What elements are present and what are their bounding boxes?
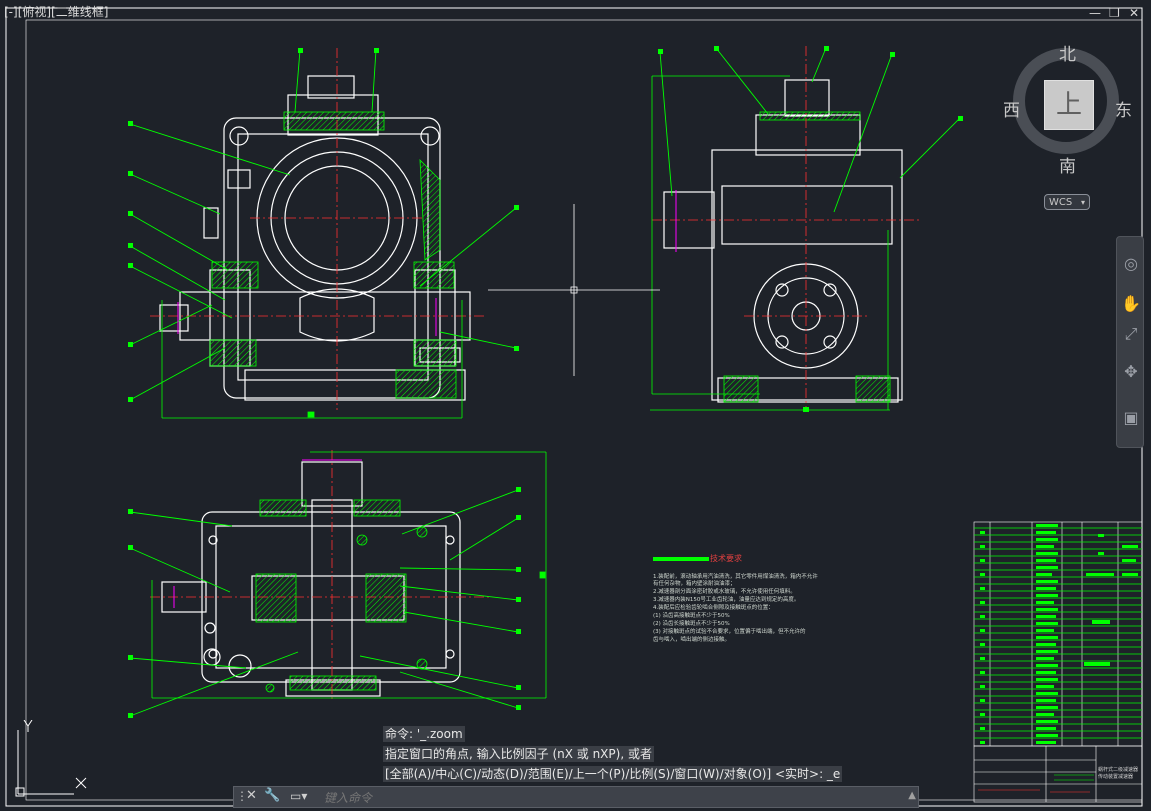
command-prompt-icon[interactable]: ▭▾ bbox=[290, 789, 308, 803]
side-view-hatching bbox=[723, 111, 891, 403]
wcs-menu-button[interactable]: WCS ▾ bbox=[1044, 194, 1090, 210]
viewport-controls-label[interactable]: [-][俯视][二维线框] bbox=[4, 5, 109, 19]
top-view-leaders bbox=[129, 489, 519, 717]
chevron-down-icon: ▾ bbox=[1080, 198, 1085, 207]
wrench-icon[interactable]: 🔧 bbox=[264, 788, 281, 803]
title-block-subtitle: 传动装置减速器 bbox=[1098, 774, 1134, 780]
side-view-leaders bbox=[659, 47, 961, 213]
ucs-icon bbox=[15, 720, 87, 797]
command-line-bar[interactable]: ⋮ ✕ 🔧 ▭▾ ▲ bbox=[233, 786, 919, 808]
close-viewport-button[interactable]: ✕ bbox=[1129, 6, 1140, 20]
front-view-leader-dots bbox=[128, 48, 519, 402]
minimize-viewport-button[interactable]: — bbox=[1089, 6, 1101, 20]
front-view-hidden bbox=[177, 298, 437, 336]
title-block-name: 蜗杆式二级减速器 bbox=[1098, 767, 1139, 773]
front-view-hatching bbox=[209, 111, 457, 399]
tech-requirement-line: 齿与啮入，啮出端的侧边接触。 bbox=[653, 637, 731, 643]
side-view-dimensions bbox=[650, 75, 890, 411]
tech-requirement-line: (3) 对接触斑点的试验不合要求，位置偏于啮出端，但不允许的 bbox=[653, 629, 806, 635]
grip-handle-icon[interactable]: ⋮ bbox=[236, 789, 248, 803]
tech-requirement-line: 2.减速器剖分面涂密封胶或水玻璃，不允许使用任何填料。 bbox=[653, 589, 796, 595]
top-view bbox=[161, 461, 461, 697]
parts-list-cell-text bbox=[980, 524, 1138, 744]
front-view-dimensions bbox=[161, 300, 463, 419]
compass-west[interactable]: 西 bbox=[1003, 101, 1020, 121]
close-icon[interactable]: ✕ bbox=[246, 788, 257, 803]
navigation-bar[interactable]: ◎ ✋ ⤢ ✥ ▣ bbox=[1116, 236, 1144, 448]
tech-requirement-line: 1.装配前，滚动轴承用汽油清洗，其它零件用煤油清洗，箱内不允许 bbox=[653, 574, 818, 580]
compass-north[interactable]: 北 bbox=[1059, 45, 1076, 65]
front-view-leaders bbox=[129, 49, 517, 401]
wcs-label: WCS bbox=[1049, 197, 1073, 208]
restore-viewport-button[interactable]: ❐ bbox=[1109, 6, 1120, 20]
viewcube[interactable]: 上 北 南 东 西 bbox=[1003, 40, 1143, 180]
top-view-hidden bbox=[173, 459, 362, 608]
side-view bbox=[663, 79, 903, 403]
showmotion-icon[interactable]: ▣ bbox=[1123, 408, 1139, 427]
front-view-centerlines bbox=[150, 48, 485, 410]
drawing-inner-border bbox=[25, 19, 1143, 801]
tech-title-underline bbox=[653, 557, 709, 561]
command-input[interactable] bbox=[322, 788, 906, 808]
top-view-hatching bbox=[255, 499, 428, 693]
tech-requirement-line: (1) 沿齿高接触斑点不少于50% bbox=[653, 613, 730, 619]
side-view-leader-dots bbox=[658, 46, 963, 412]
steering-wheel-icon[interactable]: ◎ bbox=[1124, 254, 1138, 273]
compass-south[interactable]: 南 bbox=[1059, 157, 1076, 177]
side-view-centerlines bbox=[652, 46, 922, 410]
drawing-border bbox=[5, 7, 1143, 807]
tech-requirement-line: (2) 沿齿长接触斑点不少于50% bbox=[653, 621, 730, 627]
top-view-dimensions bbox=[151, 451, 547, 699]
tech-requirements-title: 技术要求 bbox=[710, 554, 742, 563]
top-view-centerlines bbox=[150, 450, 490, 700]
top-view-leader-dots bbox=[128, 487, 521, 718]
command-history-line: 命令: '_.zoom bbox=[383, 726, 465, 742]
parts-list-table bbox=[973, 521, 1143, 803]
tech-requirement-line: 有任何杂物，箱内壁涂耐油油漆； bbox=[653, 581, 736, 587]
parts-list-rows bbox=[974, 527, 1142, 739]
tech-requirement-line: 3.减速器内装N150号工业齿轮油，油量应达到规定的高度。 bbox=[653, 597, 800, 603]
orbit-icon[interactable]: ✥ bbox=[1124, 362, 1138, 381]
zoom-icon[interactable]: ⤢ bbox=[1124, 324, 1138, 343]
tech-requirement-line: 4.装配后应检验齿轮啮合侧隙及接触斑点的位置： bbox=[653, 605, 774, 611]
crosshair-cursor bbox=[488, 204, 660, 376]
viewcube-top-face[interactable]: 上 bbox=[1044, 80, 1094, 130]
pan-hand-icon[interactable]: ✋ bbox=[1121, 294, 1141, 313]
compass-east[interactable]: 东 bbox=[1115, 101, 1132, 121]
title-block-marks bbox=[978, 789, 1090, 793]
command-history-line: 指定窗口的角点, 输入比例因子 (nX 或 nXP), 或者 bbox=[383, 746, 654, 762]
scroll-up-icon[interactable]: ▲ bbox=[908, 790, 916, 801]
title-block-signature-area bbox=[1054, 774, 1094, 781]
command-history-line: [全部(A)/中心(C)/动态(D)/范围(E)/上一个(P)/比例(S)/窗口… bbox=[383, 766, 843, 782]
